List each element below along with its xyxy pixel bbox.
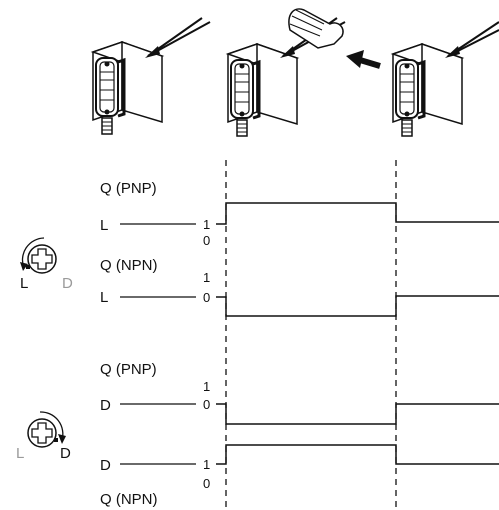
dial-knob-icon	[27, 411, 66, 448]
knob-left-label: L	[16, 445, 24, 462]
tick-high: 1	[203, 379, 210, 394]
tick-high: 1	[203, 457, 210, 472]
tick-high: 1	[203, 270, 210, 285]
signal-label: Q (PNP)	[100, 180, 157, 197]
tick-low: 0	[203, 397, 210, 412]
tick-low: 0	[203, 233, 210, 248]
arrow-icon	[346, 50, 381, 69]
signal-label: Q (PNP)	[100, 361, 157, 378]
tick-high: 1	[203, 217, 210, 232]
arrow-icon	[145, 17, 211, 58]
dial-knob-icon	[20, 237, 57, 274]
mode-label: L	[100, 217, 108, 234]
mode-label: D	[100, 397, 111, 414]
signal-label: Q (NPN)	[100, 257, 158, 274]
waveform-pnp-dark	[216, 403, 499, 425]
waveform-npn-light	[216, 295, 499, 317]
knob-left-label: L	[20, 275, 28, 292]
signal-label: Q (NPN)	[100, 491, 158, 508]
photoelectric-sensor-icon	[90, 40, 165, 135]
mode-label: D	[100, 457, 111, 474]
hand-icon	[288, 8, 344, 49]
knob-right-label: D	[60, 445, 71, 462]
waveform-npn-dark	[216, 444, 499, 465]
knob-right-label: D	[62, 275, 73, 292]
tick-low: 0	[203, 290, 210, 305]
arrow-icon	[445, 21, 499, 58]
waveform-pnp-light	[216, 202, 499, 225]
mode-label: L	[100, 289, 108, 306]
tick-low: 0	[203, 476, 210, 491]
